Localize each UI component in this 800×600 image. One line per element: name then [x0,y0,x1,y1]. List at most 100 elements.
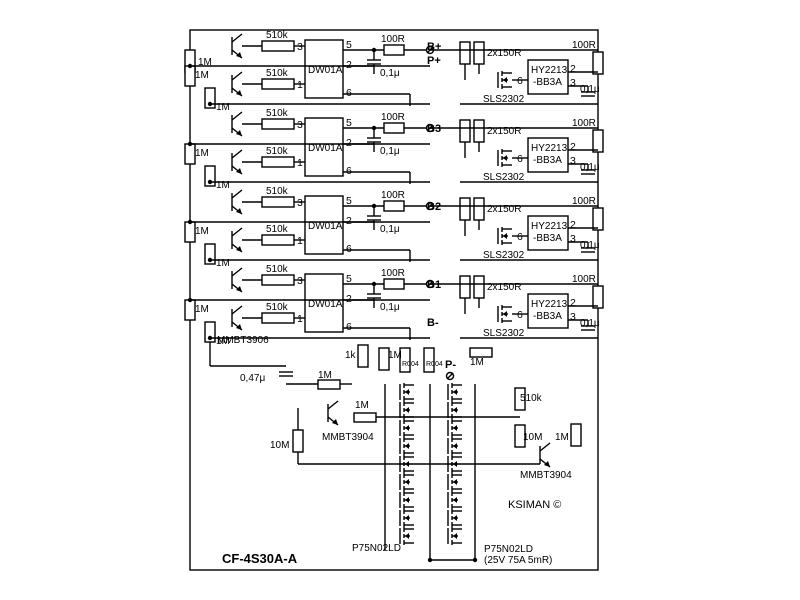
resistor-510k [261,156,295,168]
junction-dot [207,257,213,263]
label-cap-hy: 0,1μ [580,162,600,173]
ic-hy2213 [527,215,569,251]
label-cap-01: 0,1μ [380,224,400,235]
resistor-510k [261,40,295,52]
resistor-100r-right [592,129,604,153]
label-2x150r: 2x150R [487,126,521,137]
label-sls2302: SLS2302 [483,250,525,261]
pin-5: 5 [346,117,352,129]
resistor-1m-left [204,243,216,265]
label-510k: 510k [266,146,289,157]
resistor-510k [261,118,295,130]
resistor-100r [383,278,405,290]
label-shunt-a: R004 [402,361,419,368]
label-sls2302: SLS2302 [483,172,525,183]
transistor-collector [327,400,339,410]
label-1m-left: 1M [216,180,230,191]
author-label: KSIMAN © [508,499,561,511]
mosfet-p75n02ld-right [453,479,457,485]
junction-dot [371,281,377,287]
pin-2: 2 [570,63,576,75]
resistor-510k [261,234,295,246]
label-cap-01: 0,1μ [380,146,400,157]
resistor-150r [473,197,485,221]
terminal-pminus: P- [445,359,456,371]
label-mosfet-b: P75N02LD [484,544,533,555]
transistor-arrow [236,246,242,252]
label-cap-01: 0,1μ [380,68,400,79]
ic-hy2213 [527,59,569,95]
resistor-150r [459,197,471,221]
pin-2: 2 [346,137,352,149]
label-1m-right: 1M [555,432,569,443]
terminal-bminus: B- [427,317,439,329]
label-2x150r: 2x150R [487,282,521,293]
resistor-510k [261,78,295,90]
transistor-arrow [236,324,242,330]
resistor-1m-left [184,299,196,321]
pin-5: 5 [346,195,352,207]
resistor-1m-a [317,379,341,390]
label-10m: 10M [270,440,289,451]
terminal-pplus: P+ [427,55,441,67]
transistor-collector [231,149,243,159]
label-510k: 510k [266,302,289,313]
transistor-collector [231,227,243,237]
label-hy2213-suffix: -BB3A [533,77,562,88]
resistor-510k [261,274,295,286]
label-2x150r: 2x150R [487,204,521,215]
transistor-arrow [544,461,550,467]
resistor-150r [473,275,485,299]
label-1m-d: 1M [470,357,484,368]
label-mosfet-a: P75N02LD [352,543,401,554]
junction-dot [207,179,213,185]
transistor-arrow [236,168,242,174]
mosfet-sls2302 [503,233,507,239]
label-mmbt3904-right: MMBT3904 [520,470,572,481]
mosfet-p75n02ld-right [453,515,457,521]
terminal-slash [446,372,454,380]
label-1m-left: 1M [216,336,230,347]
ic-hy2213 [527,137,569,173]
label-hy2213: HY2213 [531,299,568,310]
label-510k: 510k [266,186,289,197]
pin-6: 6 [517,153,523,165]
pin-5: 5 [346,273,352,285]
label-100r: 100R [381,112,405,123]
resistor-150r [459,41,471,65]
pin-1: 1 [297,157,303,169]
resistor-510k [261,196,295,208]
label-1m-top: 1M [198,57,212,68]
ic-dw01a [304,195,344,255]
label-510k: 510k [266,30,289,41]
pin-1: 1 [297,235,303,247]
mosfet-sls2302 [503,77,507,83]
label-cap-01: 0,1μ [380,302,400,313]
terminal-bplus: B+ [427,41,441,53]
pin-3: 3 [297,197,303,209]
resistor-1m-e [353,412,377,423]
label-mmbt3904: MMBT3904 [322,432,374,443]
resistor-1k [357,344,369,368]
label-1m-e: 1M [355,400,369,411]
pin-3: 3 [297,41,303,53]
label-510k: 510k [266,224,289,235]
transistor-collector [231,189,243,199]
label-cap-047: 0,47μ [240,373,265,384]
transistor-collector [539,442,551,452]
mosfet-p75n02ld-left [405,443,409,449]
label-dw01a: DW01A [308,299,343,310]
pin-3: 3 [570,311,576,323]
label-dw01a: DW01A [308,143,343,154]
terminal-b1: B1 [427,279,441,291]
mosfet-p75n02ld-right [453,389,457,395]
resistor-100r [383,44,405,56]
shunt-r004-b [423,347,435,373]
transistor-arrow [236,130,242,136]
ic-dw01a [304,39,344,99]
label-2x150r: 2x150R [487,48,521,59]
label-1m-left: 1M [195,304,209,315]
